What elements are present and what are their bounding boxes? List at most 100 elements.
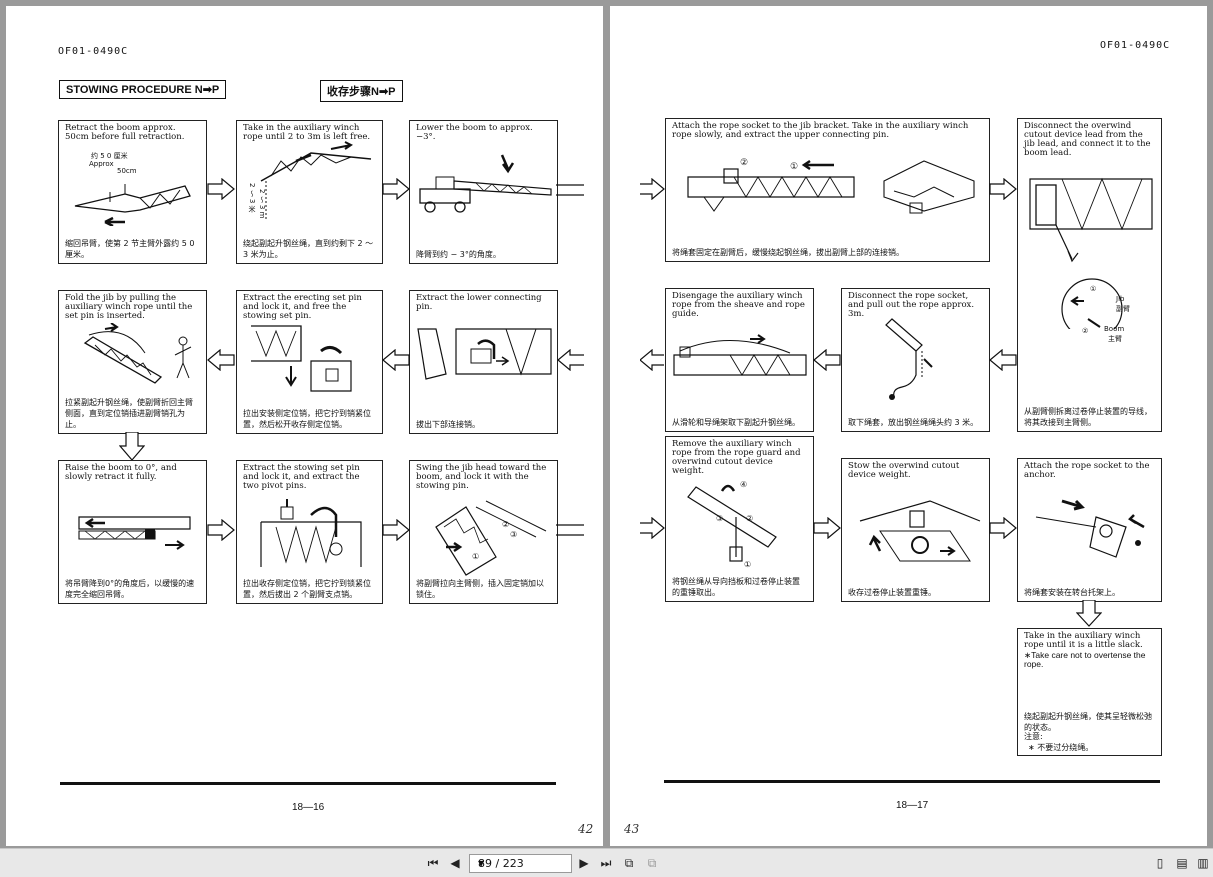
step-text-en: Attach the rope socket to the anchor.: [1024, 462, 1155, 480]
step-text-en: Lower the boom to approx. −3°.: [416, 124, 551, 142]
callout-1: ①: [1090, 285, 1096, 293]
step-text-zh: 绕起副起升钢丝绳，使其呈轻微松弛的状态。: [1024, 711, 1155, 733]
set-pin-illustration: [241, 321, 379, 401]
step-text-zh: 从副臂侧拆离过卷停止装置的导线，将其改接到主臂侧。: [1024, 406, 1155, 428]
step-text-zh: 拔出下部连接销。: [416, 419, 551, 430]
flow-arrow-right-icon: [381, 519, 411, 541]
last-page-icon[interactable]: ⏭: [598, 855, 614, 871]
fold-jib-illustration: [65, 323, 200, 388]
step-panel-6: Extract the lower connecting pin. 拔出下部连接…: [409, 290, 558, 434]
step-panel-14: Remove the auxiliary winch rope from the…: [665, 436, 814, 602]
step-panel-12: Disengage the auxiliary winch rope from …: [665, 288, 814, 432]
raise-boom-illustration: [65, 501, 200, 556]
step-text-zh: 拉出安装侧定位销，把它拧到销紧位置，然后松开收存侧定位销。: [243, 408, 376, 430]
step-text-en: Raise the boom to 0°, and slowly retract…: [65, 464, 200, 482]
facing-view-icon[interactable]: ⧉: [644, 855, 660, 871]
step-panel-11: Disconnect the overwind cutout device le…: [1017, 118, 1162, 432]
footer-rule: [664, 780, 1160, 783]
flow-arrow-out-icon: [640, 349, 666, 371]
flow-arrow-in-icon: [640, 517, 666, 539]
step-text-en: Swing the jib head toward the boom, and …: [416, 464, 551, 491]
step-panel-5: Extract the erecting set pin and lock it…: [236, 290, 383, 434]
sheave-rope-guide-illustration: [670, 325, 810, 395]
callout-2: ②: [746, 514, 753, 523]
callout-2: ②: [502, 520, 509, 529]
step-text-en: Disengage the auxiliary winch rope from …: [672, 292, 807, 319]
step-panel-15: Stow the overwind cutout device weight. …: [841, 458, 990, 602]
boom-retract-illustration: [65, 176, 200, 226]
overwind-weight-illustration: [850, 491, 985, 571]
step-text-en: Disconnect the overwind cutout device le…: [1024, 122, 1155, 158]
step-text-zh: 收存过卷停止装置重锤。: [848, 587, 983, 598]
step-text-zh: 将钢丝绳从导向挡板和过卷停止装置的重锤取出。: [672, 576, 807, 598]
step-text-en: Fold the jib by pulling the auxiliary wi…: [65, 294, 200, 321]
step-panel-13: Disconnect the rope socket, and pull out…: [841, 288, 990, 432]
label-boom-en: Boom: [1104, 325, 1124, 333]
section-title-en: STOWING PROCEDURE N➡P: [59, 80, 226, 99]
flow-arrow-right-icon: [206, 519, 236, 541]
label-jib-en: Jib: [1116, 295, 1124, 303]
handwritten-note: 42: [578, 822, 593, 836]
label-boom-zh: 主臂: [1108, 334, 1122, 344]
swing-jib-illustration: ① ② ③: [416, 497, 554, 577]
step-panel-3: Lower the boom to approx. −3°. 降臂到约 − 3°…: [409, 120, 558, 264]
book-view-icon[interactable]: ▥: [1195, 855, 1211, 871]
callout-1: ①: [790, 162, 798, 172]
label-length-zh: 2 ～ 3 米: [247, 183, 257, 213]
step-text-zh: 降臂到约 − 3°的角度。: [416, 249, 551, 260]
viewer-toolbar: ⏮ ◀ 89 / 223 ▼ ▶ ⏭ ⧉ ⧉ ▯ ▤ ▥: [0, 848, 1213, 877]
label-jib-zh: 副臂: [1116, 304, 1130, 314]
footer-rule: [60, 782, 556, 785]
pivot-pin-illustration: [241, 497, 379, 572]
flow-arrow-right-icon: [988, 178, 1018, 200]
section-title-zh: 收存步骤N➡P: [320, 80, 403, 102]
callout-2: ②: [740, 158, 748, 168]
step-text-zh: 将绳套固定在副臂后，缓慢绕起钢丝绳，拔出副臂上部的连接销。: [672, 247, 983, 258]
step-panel-4: Fold the jib by pulling the auxiliary wi…: [58, 290, 207, 434]
step-text-en: Remove the auxiliary winch rope from the…: [672, 440, 807, 476]
flow-arrow-left-icon: [988, 349, 1018, 371]
rope-socket-pull-illustration: [862, 315, 982, 405]
single-page-icon[interactable]: ▯: [1152, 855, 1168, 871]
step-text-en: Take in the auxiliary winch rope until 2…: [243, 124, 376, 142]
page-number: 18—16: [292, 802, 324, 813]
flow-arrow-right-icon: [381, 178, 411, 200]
flow-arrow-right-icon: [988, 517, 1018, 539]
step-text-zh: 将副臂拉向主臂侧，插入固定销加以锁住。: [416, 578, 551, 600]
flow-arrow-right-icon: [812, 517, 842, 539]
callout-3: ③: [510, 530, 517, 539]
step-panel-1: Retract the boom approx. 50cm before ful…: [58, 120, 207, 264]
step-text-zh: 拉紧副起升钢丝绳，使副臂折回主臂侧面，直到定位销插进副臂销孔为止。: [65, 397, 200, 430]
callout-1: ①: [744, 560, 751, 569]
label-approx-val: 50cm: [117, 167, 137, 175]
prev-page-icon[interactable]: ◀: [447, 855, 463, 871]
continuous-view-icon[interactable]: ⧉: [621, 855, 637, 871]
label-length-en: 2 ～ 3 m: [257, 189, 267, 218]
page-selector[interactable]: 89 / 223 ▼: [469, 854, 572, 873]
next-page-icon[interactable]: ▶: [576, 855, 592, 871]
step-text-en: Extract the erecting set pin and lock it…: [243, 294, 376, 321]
callout-2: ②: [1082, 327, 1088, 335]
step-panel-10: Attach the rope socket to the jib bracke…: [665, 118, 990, 262]
step-text-zh: 从滑轮和导绳架取下副起升钢丝绳。: [672, 417, 807, 428]
doc-code: OF01-0490C: [58, 46, 128, 57]
step-text-zh: 拉出收存侧定位销，把它拧到锁紧位置，然后拔出 2 个副臂支点销。: [243, 578, 376, 600]
two-page-icon[interactable]: ▤: [1174, 855, 1190, 871]
rope-guard-illustration: ④ ③ ② ①: [676, 477, 806, 572]
label-approx-en: Approx: [89, 160, 114, 168]
flow-arrow-left-icon: [206, 349, 236, 371]
step-text-zh: 取下绳套，放出钢丝绳绳头约 3 米。: [848, 417, 983, 428]
step-text-en: Extract the stowing set pin and lock it,…: [243, 464, 376, 491]
step-text-zh: 将吊臂降到0°的角度后，以缓慢的速度完全缩回吊臂。: [65, 578, 200, 600]
anchor-socket-illustration: [1026, 487, 1156, 567]
step-text-en: Attach the rope socket to the jib bracke…: [672, 122, 983, 140]
flow-arrow-right-icon: [206, 178, 236, 200]
step-text-zh: 将绳套安装在转台托架上。: [1024, 587, 1155, 598]
flow-arrow-down-icon: [1076, 600, 1102, 628]
right-document-page: OF01-0490C Attach the rope socket to the…: [610, 6, 1207, 846]
step-panel-9: Swing the jib head toward the boom, and …: [409, 460, 558, 604]
overwind-lead-illustration: [1022, 169, 1158, 329]
flow-arrow-left-icon: [812, 349, 842, 371]
flow-arrow-continue-icon: [556, 183, 586, 197]
first-page-icon[interactable]: ⏮: [425, 855, 441, 871]
